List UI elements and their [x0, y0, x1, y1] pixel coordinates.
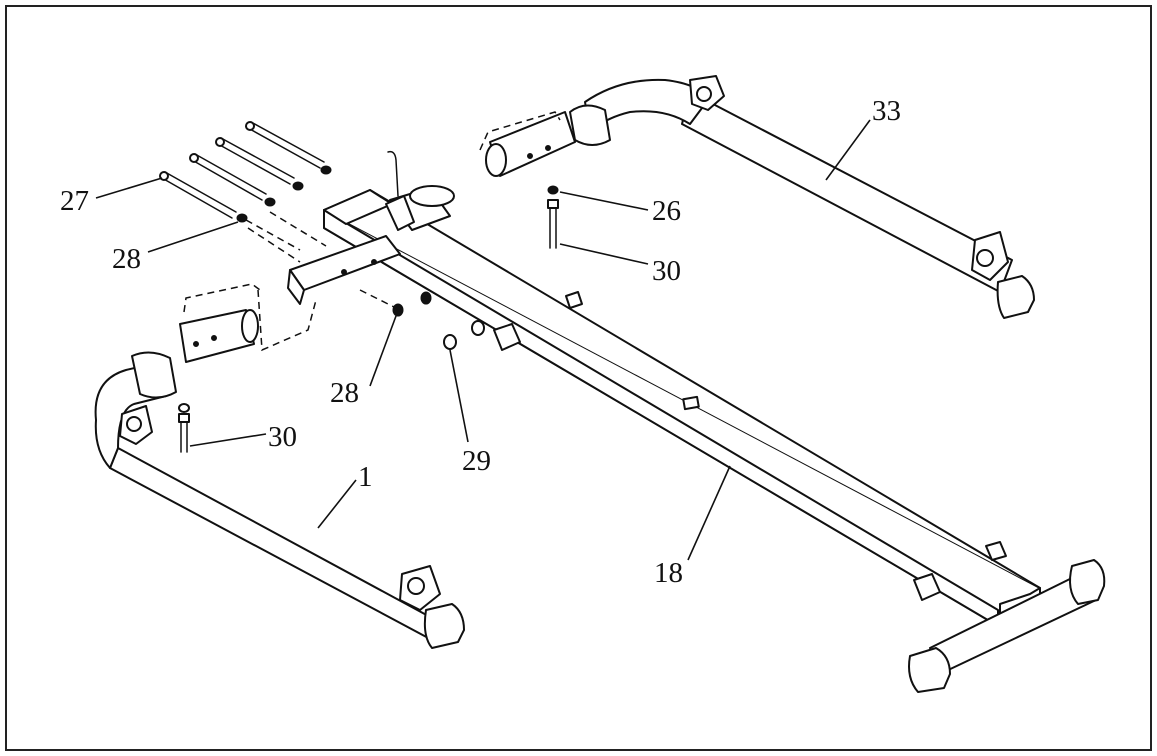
callout-27: 27	[60, 185, 89, 217]
washers-nuts-bottom	[359, 289, 485, 350]
rear-end-cap	[996, 275, 1035, 319]
callout-1: 1	[358, 461, 373, 493]
bolt-30-front	[178, 403, 190, 453]
bolts-27	[159, 121, 325, 219]
washers-28-top	[236, 165, 332, 251]
callout-30-front: 30	[268, 421, 297, 453]
callout-28-lower: 28	[330, 377, 359, 409]
callout-26: 26	[652, 195, 681, 227]
leader-lines	[95, 119, 871, 561]
front-end-cap	[423, 603, 465, 649]
front-foot	[908, 559, 1106, 693]
rear-stabilizer-33	[479, 75, 1035, 319]
callout-30-rear: 30	[652, 255, 681, 287]
callout-33: 33	[872, 95, 901, 127]
bolt-30-rear	[547, 185, 559, 249]
callout-28-upper: 28	[112, 243, 141, 275]
front-stabilizer-1	[94, 283, 465, 649]
frame-bracket	[247, 211, 401, 305]
callout-29: 29	[462, 445, 491, 477]
callout-18: 18	[654, 557, 683, 589]
frame-slot	[682, 395, 700, 411]
